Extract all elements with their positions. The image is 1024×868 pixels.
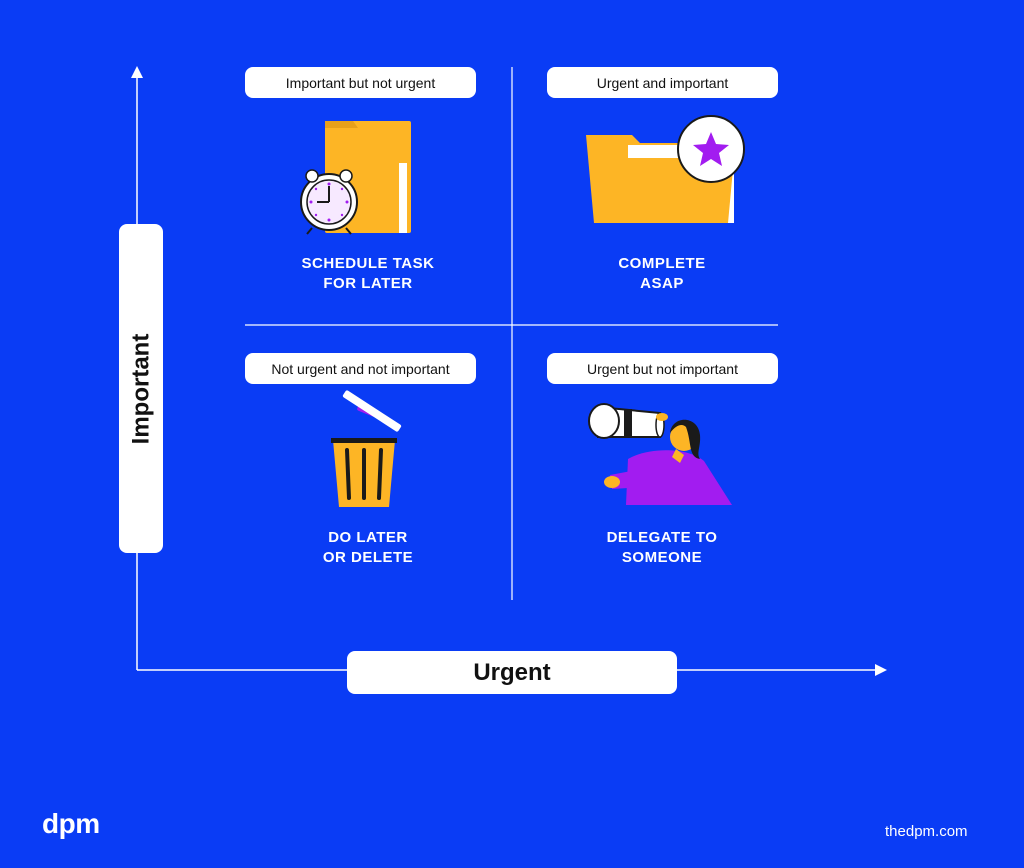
action-bottom-left-line1: DO LATER — [328, 529, 408, 546]
x-axis-label: Urgent — [347, 651, 677, 694]
action-bottom-left-line2: OR DELETE — [322, 549, 414, 566]
action-bottom-left: DO LATER OR DELETE — [268, 528, 468, 568]
dpm-logo: dpm — [42, 808, 100, 839]
action-top-right-line2: ASAP — [640, 275, 684, 292]
action-top-left-line1: SCHEDULE TASK — [301, 255, 435, 272]
x-axis-arrow-icon — [875, 664, 887, 676]
action-top-left: SCHEDULE TASK FOR LATER — [268, 254, 468, 294]
action-top-right: COMPLETE ASAP — [562, 254, 762, 294]
person-spyglass-icon — [588, 403, 732, 505]
action-bottom-right-line2: SOMEONE — [621, 549, 703, 566]
y-axis-label: Important — [119, 224, 163, 553]
quadrant-tag-bottom-left: Not urgent and not important — [245, 353, 476, 384]
folder-clock-icon — [300, 121, 411, 235]
site-url: thedpm.com — [885, 823, 968, 840]
quadrant-tag-top-right: Urgent and important — [547, 67, 778, 98]
action-top-right-line1: COMPLETE — [618, 255, 706, 272]
quadrant-tag-top-left: Important but not urgent — [245, 67, 476, 98]
x-axis-label-text: Urgent — [473, 658, 551, 686]
trash-can-icon — [331, 390, 402, 507]
folder-star-icon — [586, 115, 745, 223]
action-top-left-line2: FOR LATER — [323, 275, 413, 292]
quadrant-tag-bottom-right: Urgent but not important — [547, 353, 778, 384]
action-bottom-right-line1: DELEGATE TO — [606, 529, 718, 546]
action-bottom-right: DELEGATE TO SOMEONE — [562, 528, 762, 568]
y-axis-arrow-icon — [131, 66, 143, 78]
y-axis-label-text: Important — [127, 333, 155, 444]
